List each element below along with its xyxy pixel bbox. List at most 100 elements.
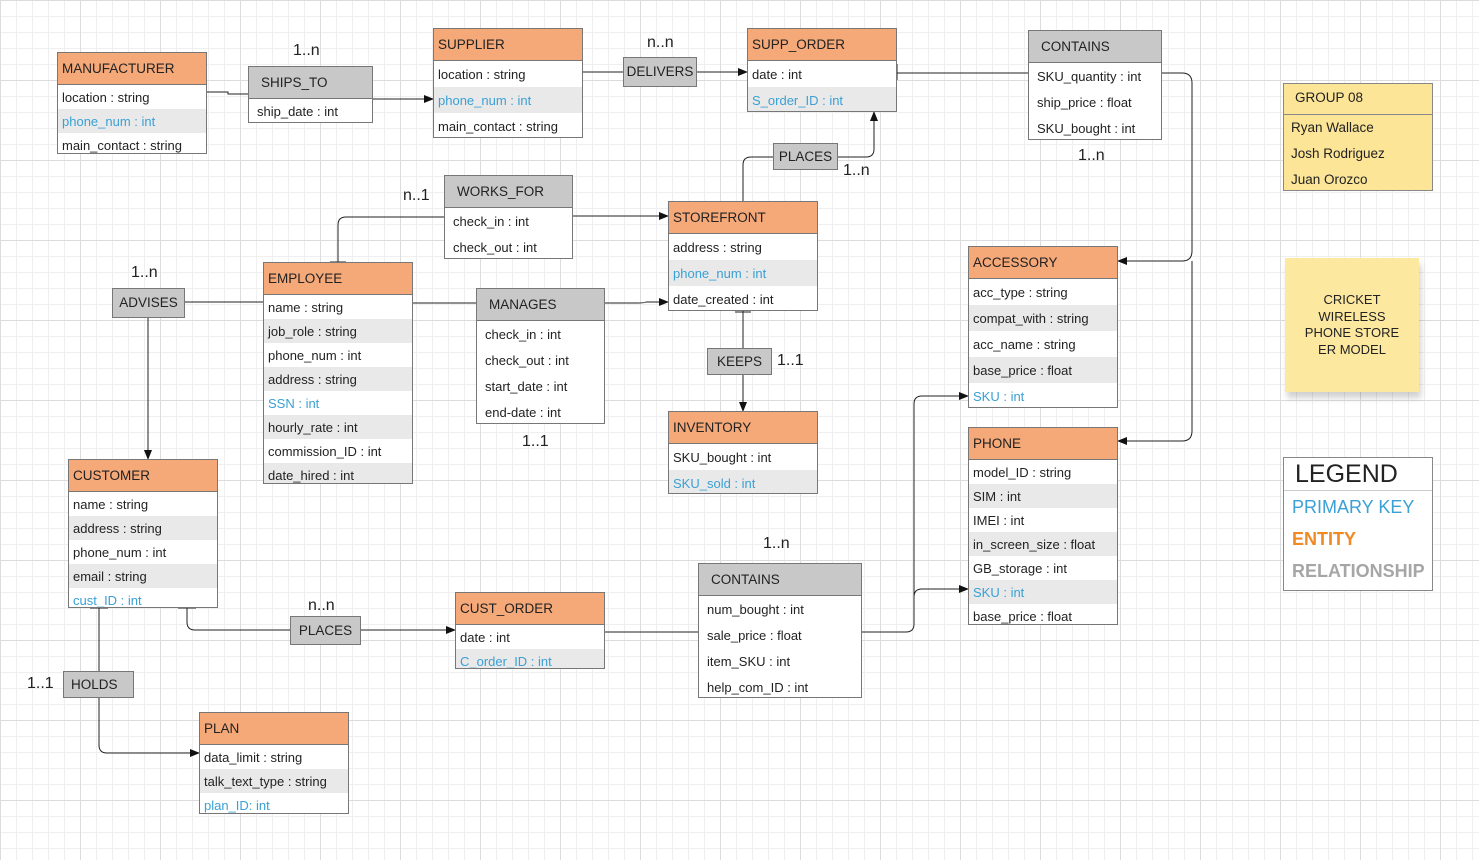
entity-plan[interactable]: PLAN data_limit : string talk_text_type :… bbox=[199, 712, 349, 814]
sticky-line: ER MODEL bbox=[1318, 341, 1386, 357]
attribute-row: phone_num : int bbox=[268, 347, 362, 363]
attribute-row: date_hired : int bbox=[264, 463, 412, 483]
relationship-attribute-row: check_in : int bbox=[453, 213, 529, 229]
attribute-row: date : int bbox=[752, 66, 802, 82]
attribute-row: location : string bbox=[438, 66, 526, 82]
attribute-row: compat_with : string bbox=[969, 305, 1117, 331]
attribute-row: name : string bbox=[73, 496, 149, 512]
attribute-row: talk_text_type : string bbox=[200, 769, 348, 793]
relationship-places-top[interactable]: PLACES bbox=[773, 143, 838, 170]
attribute-row: location : string bbox=[62, 89, 150, 105]
cardinality-ships-to: 1..n bbox=[293, 42, 320, 59]
attribute-row: base_price : float bbox=[973, 608, 1073, 624]
attribute-row: S_order_ID : int bbox=[748, 87, 896, 111]
attribute-row: address : string bbox=[264, 367, 412, 391]
attribute-row: phone_num : int bbox=[669, 260, 817, 286]
entity-title: INVENTORY bbox=[669, 412, 817, 444]
relationship-advises[interactable]: ADVISES bbox=[112, 288, 185, 318]
attribute-row: model_ID : string bbox=[973, 464, 1072, 480]
attribute-row: acc_type : string bbox=[973, 284, 1068, 300]
relationship-title: CONTAINS bbox=[699, 564, 861, 596]
cardinality-delivers: n..n bbox=[647, 34, 674, 51]
attribute-row: address : string bbox=[69, 516, 217, 540]
cardinality-keeps: 1..1 bbox=[777, 352, 804, 369]
relationship-attribute-row: check_out : int bbox=[485, 352, 569, 368]
attribute-row: phone_num : int bbox=[434, 87, 582, 113]
attribute-row: main_contact : string bbox=[438, 118, 558, 134]
connector-storefront-keeps bbox=[735, 311, 751, 348]
connector-storefront-places bbox=[735, 156, 773, 203]
connector-holds-plan bbox=[98, 698, 200, 757]
relationship-keeps[interactable]: KEEPS bbox=[707, 348, 772, 375]
relationship-attribute-row: end-date : int bbox=[485, 404, 561, 420]
relationship-manages[interactable]: MANAGES check_in : int check_out : int sta… bbox=[476, 288, 605, 424]
group-note: GROUP 08 Ryan Wallace Josh Rodriguez Jua… bbox=[1283, 83, 1433, 191]
relationship-title: WORKS_FOR bbox=[445, 176, 572, 208]
relationship-holds[interactable]: HOLDS bbox=[63, 671, 134, 698]
attribute-row: commission_ID : int bbox=[268, 443, 382, 459]
attribute-row: data_limit : string bbox=[204, 749, 303, 765]
connector-customer-places bbox=[178, 607, 290, 631]
entity-title: EMPLOYEE bbox=[264, 263, 412, 295]
relationship-attribute-row: num_bought : int bbox=[707, 601, 804, 617]
relationship-ships-to[interactable]: SHIPS_TO ship_date : int bbox=[248, 66, 373, 123]
relationship-contains-bottom[interactable]: CONTAINS num_bought : int sale_price : fl… bbox=[698, 563, 862, 698]
entity-storefront[interactable]: STOREFRONT address : string phone_num : i… bbox=[668, 201, 818, 311]
attribute-row: SKU : int bbox=[969, 580, 1117, 604]
entity-title: CUSTOMER bbox=[69, 460, 217, 492]
attribute-row: SIM : int bbox=[969, 484, 1117, 508]
sticky-line: WIRELESS bbox=[1318, 308, 1386, 324]
entity-title: STOREFRONT bbox=[669, 202, 817, 234]
relationship-attribute-row: start_date : int bbox=[485, 378, 568, 394]
legend-entity: ENTITY bbox=[1292, 529, 1357, 549]
relationship-attribute-row: sale_price : float bbox=[707, 627, 802, 643]
entity-title: SUPPLIER bbox=[434, 29, 582, 61]
entity-title: MANUFACTURER bbox=[58, 53, 206, 85]
relationship-attribute-row: check_out : int bbox=[453, 239, 537, 255]
attribute-row: SSN : int bbox=[268, 395, 320, 411]
cardinality-manages: 1..1 bbox=[522, 433, 549, 450]
attribute-row: SKU_sold : int bbox=[669, 470, 817, 493]
group-title: GROUP 08 bbox=[1284, 84, 1432, 115]
entity-supplier[interactable]: SUPPLIER location : string phone_num : in… bbox=[433, 28, 583, 138]
attribute-row: job_role : string bbox=[264, 319, 412, 343]
connector-contains-phone-bottom bbox=[862, 585, 969, 633]
title-sticky-note: CRICKET WIRELESS PHONE STORE ER MODEL bbox=[1285, 258, 1419, 392]
cardinality-contains-top: 1..n bbox=[1078, 147, 1105, 164]
attribute-row: name : string bbox=[268, 299, 344, 315]
connector-contains-accessory-bottom bbox=[913, 392, 969, 597]
cardinality-contains-bottom: 1..n bbox=[763, 535, 790, 552]
relationship-attribute-row: ship_date : int bbox=[257, 103, 338, 119]
relationship-title: SHIPS_TO bbox=[249, 67, 372, 99]
relationship-attribute-row: ship_price : float bbox=[1037, 94, 1132, 110]
relationship-attribute-row: SKU_quantity : int bbox=[1037, 68, 1142, 84]
group-member: Juan Orozco bbox=[1291, 172, 1368, 187]
entity-title: PLAN bbox=[200, 713, 348, 745]
attribute-row: cust_ID : int bbox=[73, 592, 142, 608]
connector-manages-storefront bbox=[605, 298, 669, 306]
group-member: Josh Rodriguez bbox=[1291, 146, 1385, 161]
cardinality-holds: 1..1 bbox=[27, 675, 54, 692]
attribute-row: main_contact : string bbox=[62, 137, 182, 153]
relationship-attribute-row: check_in : int bbox=[485, 326, 561, 342]
entity-title: PHONE bbox=[969, 428, 1117, 460]
entity-employee[interactable]: EMPLOYEE name : string job_role : string p… bbox=[263, 262, 413, 484]
attribute-row: address : string bbox=[673, 239, 762, 255]
relationship-places-bottom[interactable]: PLACES bbox=[290, 616, 361, 645]
entity-title: CUST_ORDER bbox=[456, 593, 604, 625]
relationship-delivers[interactable]: DELIVERS bbox=[623, 57, 697, 87]
relationship-title: MANAGES bbox=[477, 289, 604, 321]
cardinality-advises: 1..n bbox=[131, 264, 158, 281]
cardinality-places-top: 1..n bbox=[843, 162, 870, 179]
connector-supp-order-contains bbox=[896, 64, 1028, 80]
relationship-works-for[interactable]: WORKS_FOR check_in : int check_out : int bbox=[444, 175, 573, 259]
relationship-attribute-row: item_SKU : int bbox=[707, 653, 791, 669]
